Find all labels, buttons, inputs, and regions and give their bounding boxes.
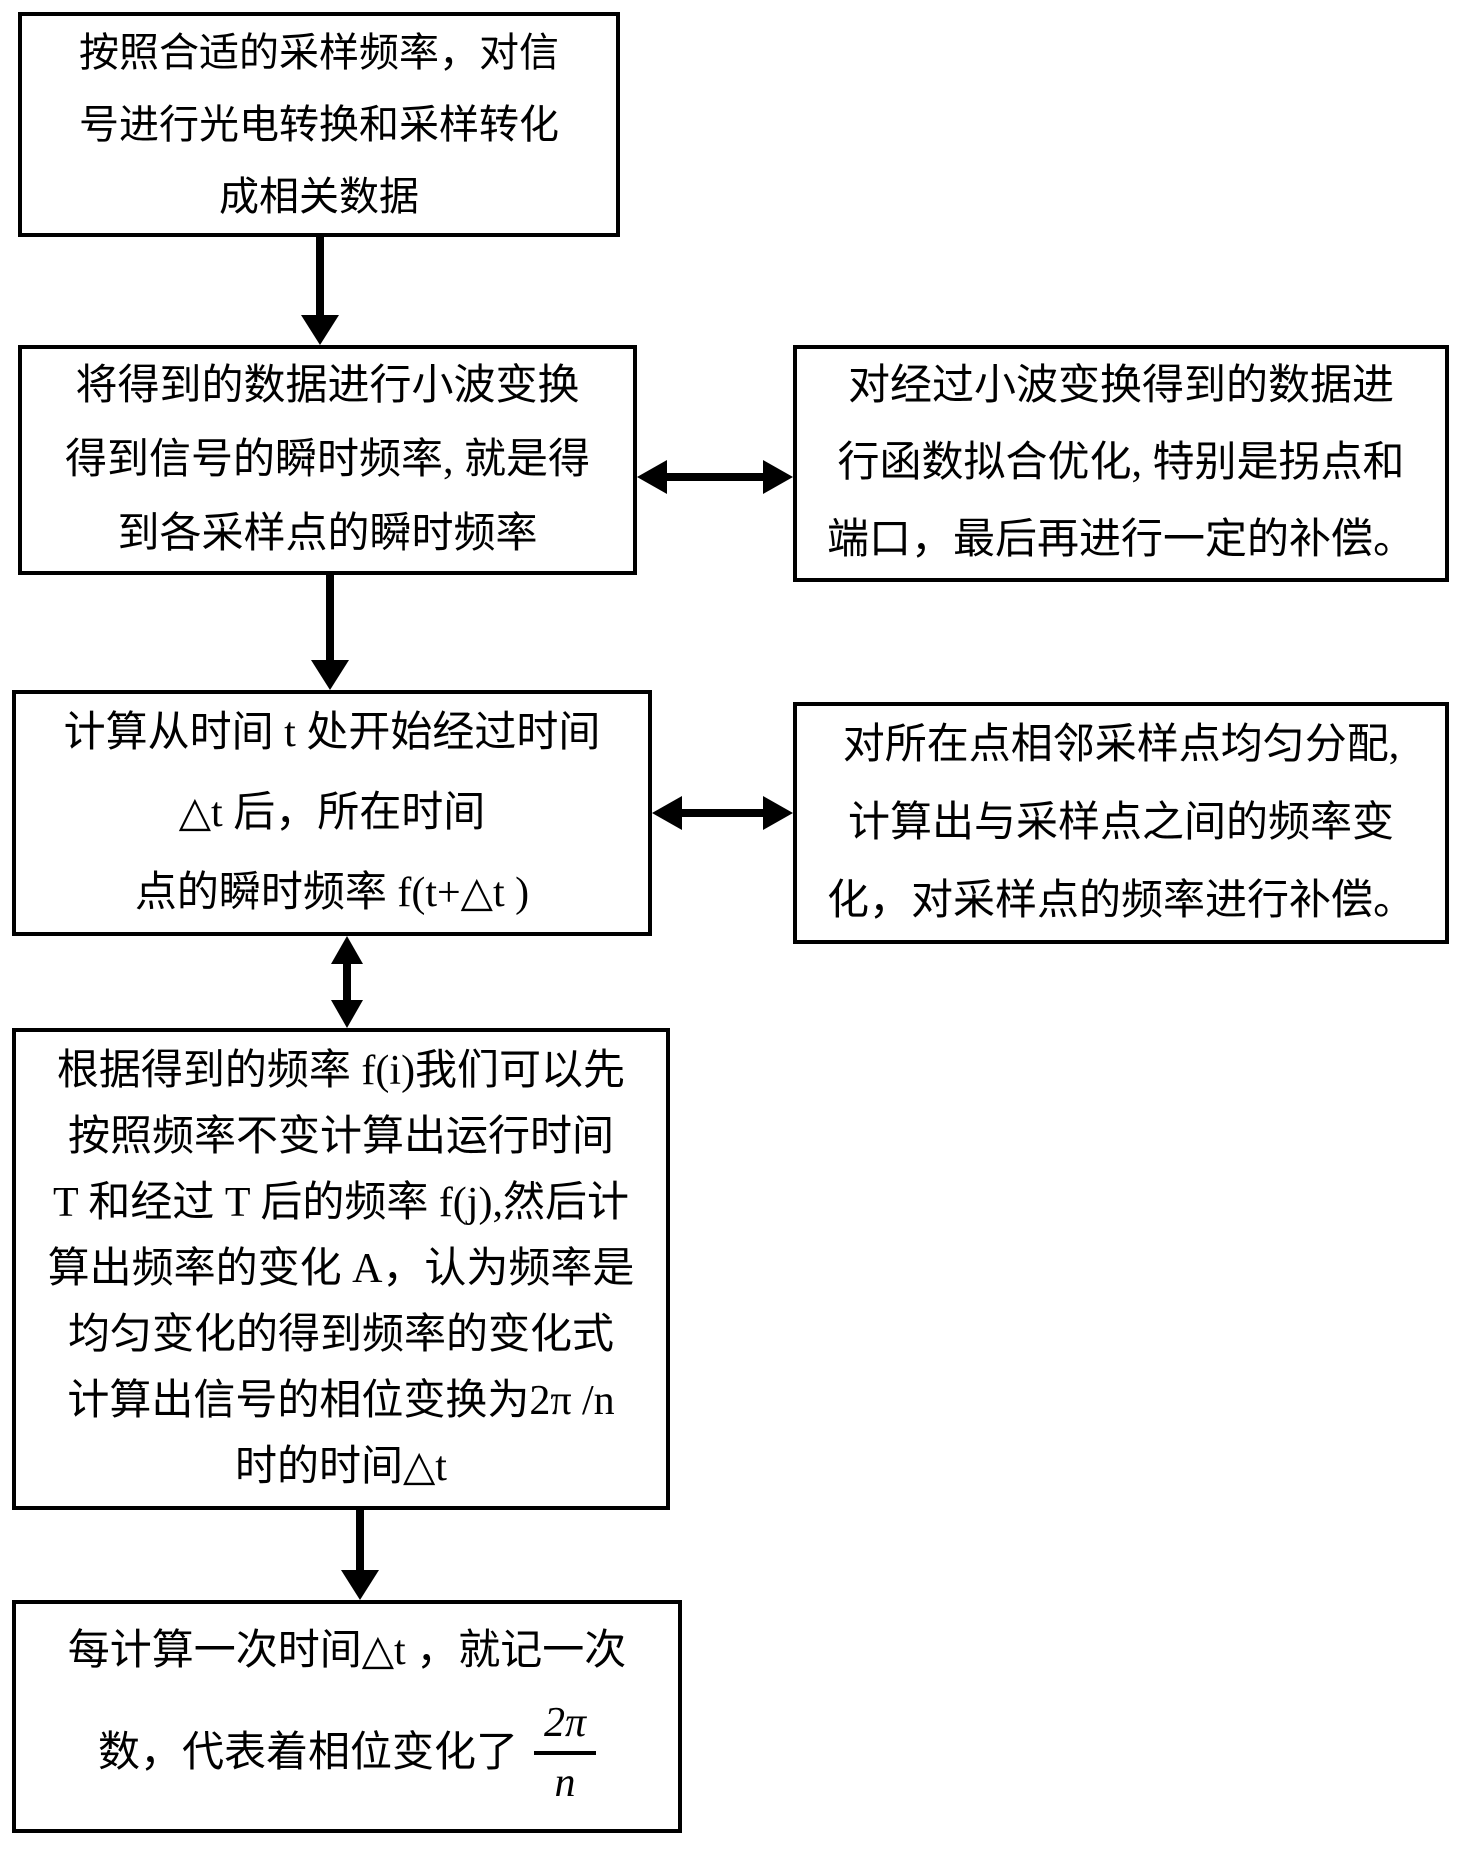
arrow-down-box2-box3	[311, 575, 349, 690]
phase-counter-prefix: 数，代表着相位变化了	[97, 1730, 518, 1777]
flow-box-instant-frequency: 计算从时间 t 处开始经过时间 △t 后，所在时间 点的瞬时频率 f(t+△t …	[12, 690, 652, 936]
flow-box-wavelet-line: 到各采样点的瞬时频率	[117, 511, 538, 557]
fraction-numerator: 2π	[533, 1699, 597, 1756]
flow-box-phase-calculation-line: 均匀变化的得到频率的变化式	[67, 1312, 614, 1358]
arrow-double-box3-box4	[331, 936, 363, 1028]
flow-box-phase-calculation-line: 算出频率的变化 A，认为频率是	[47, 1246, 635, 1292]
arrow-double-box3-side2	[652, 796, 793, 830]
flow-box-fitting-line: 对经过小波变换得到的数据进	[847, 363, 1394, 409]
flow-box-compensation: 对所在点相邻采样点均匀分配, 计算出与采样点之间的频率变 化，对采样点的频率进行…	[793, 702, 1449, 944]
flow-box-phase-calculation-line: 按照频率不变计算出运行时间	[67, 1114, 614, 1160]
flow-box-instant-frequency-line: 点的瞬时频率 f(t+△t )	[134, 870, 530, 916]
arrow-double-box2-side1	[637, 460, 793, 494]
flow-box-wavelet: 将得到的数据进行小波变换 得到信号的瞬时频率, 就是得 到各采样点的瞬时频率	[18, 345, 637, 575]
flow-box-phase-calculation-line: T 和经过 T 后的频率 f(j),然后计	[53, 1180, 629, 1226]
flow-box-phase-counter-line: 数，代表着相位变化了 2π n	[16, 1699, 678, 1808]
flow-box-sampling-line: 按照合适的采样频率，对信	[79, 29, 559, 75]
flow-box-sampling-line: 成相关数据	[219, 173, 419, 219]
flow-box-phase-calculation-line: 时的时间△t	[235, 1444, 447, 1490]
flow-box-sampling: 按照合适的采样频率，对信 号进行光电转换和采样转化 成相关数据	[18, 12, 620, 237]
flow-box-fitting: 对经过小波变换得到的数据进 行函数拟合优化, 特别是拐点和 端口，最后再进行一定…	[793, 345, 1449, 582]
fraction-denominator: n	[554, 1760, 576, 1807]
flow-box-phase-calculation-line: 根据得到的频率 f(i)我们可以先	[56, 1048, 626, 1094]
flow-box-fitting-line: 端口，最后再进行一定的补偿。	[826, 517, 1415, 563]
flow-box-phase-calculation-line: 计算出信号的相位变换为2π /n	[67, 1378, 615, 1424]
flow-box-phase-calculation: 根据得到的频率 f(i)我们可以先 按照频率不变计算出运行时间 T 和经过 T …	[12, 1028, 670, 1510]
flow-box-wavelet-line: 得到信号的瞬时频率, 就是得	[64, 437, 590, 483]
arrow-down-box4-box5	[341, 1510, 379, 1600]
flow-box-compensation-line: 化，对采样点的频率进行补偿。	[826, 878, 1415, 924]
flow-box-compensation-line: 计算出与采样点之间的频率变	[847, 800, 1394, 846]
fraction-two-pi-over-n: 2π n	[533, 1699, 597, 1808]
flow-box-phase-counter-line: 每计算一次时间△t ，就记一次	[67, 1628, 627, 1675]
flow-box-phase-counter: 每计算一次时间△t ，就记一次 数，代表着相位变化了 2π n	[12, 1600, 682, 1833]
flow-box-instant-frequency-line: 计算从时间 t 处开始经过时间	[63, 710, 601, 756]
arrow-down-box1-box2	[301, 237, 339, 345]
flow-box-sampling-line: 号进行光电转换和采样转化	[79, 101, 559, 147]
flow-box-fitting-line: 行函数拟合优化, 特别是拐点和	[837, 440, 1405, 486]
flow-box-wavelet-line: 将得到的数据进行小波变换	[75, 363, 580, 409]
flow-box-instant-frequency-line: △t 后，所在时间	[178, 790, 486, 836]
flow-box-compensation-line: 对所在点相邻采样点均匀分配,	[842, 722, 1400, 768]
